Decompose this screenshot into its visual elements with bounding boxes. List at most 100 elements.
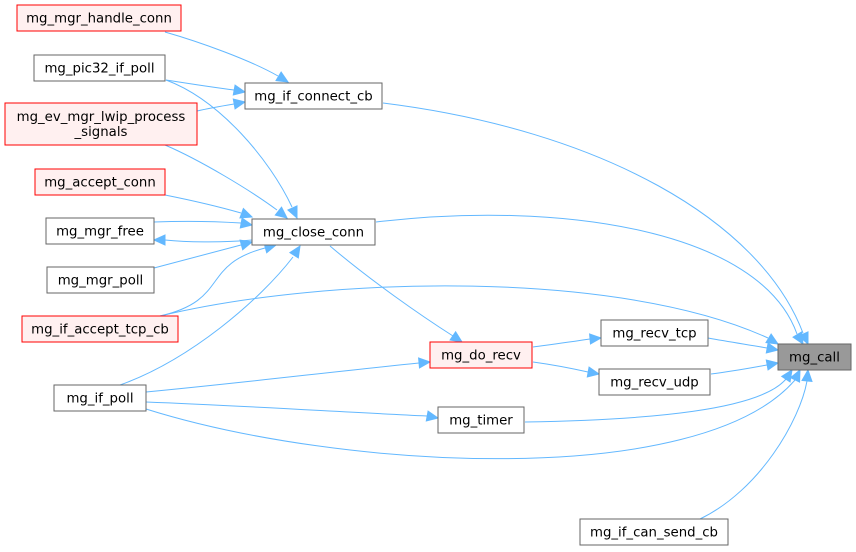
node-box [429,341,533,369]
node-mg_close_conn[interactable]: mg_close_conn [251,218,376,246]
edge-mg_ev_mgr_lwip_process_signals-to-mg_close_conn [164,144,288,219]
node-mg_mgr_handle_conn[interactable]: mg_mgr_handle_conn [16,4,182,32]
edge-mg_pic32_if_poll-to-mg_close_conn [165,79,298,220]
edge-line [699,380,808,520]
node-mg_recv_tcp[interactable]: mg_recv_tcp [600,319,709,347]
edge-mg_mgr_poll-to-mg_close_conn [153,239,254,269]
edge-mg_mgr_handle_conn-to-mg_if_connect_cb [164,31,290,83]
edge-mg_mgr_free-to-mg_close_conn [153,217,254,229]
edge-line [532,338,591,348]
node-mg_if_can_send_cb[interactable]: mg_if_can_send_cb [579,518,729,546]
edge-arrowhead [239,207,254,219]
edge-mg_do_recv-to-mg_recv_tcp [532,333,603,348]
node-label: mg_if_accept_tcp_cb [31,323,169,338]
edge-line [382,102,804,334]
edge-line [164,239,253,243]
node-box [53,384,147,412]
edge-arrowhead [288,244,301,259]
edge-line [165,79,293,208]
node-label: mg_ev_mgr_lwip_process [17,110,186,125]
edge-arrowhead [586,366,601,378]
node-label: mg_recv_udp [610,376,699,391]
node-label: mg_call [789,351,840,366]
node-mg_mgr_poll[interactable]: mg_mgr_poll [46,266,155,294]
edge-mg_timer-to-mg_call [524,368,793,423]
edge-mg_close_conn-to-mg_do_recv [329,245,464,343]
node-mg_mgr_free[interactable]: mg_mgr_free [45,217,155,245]
node-mg_if_connect_cb[interactable]: mg_if_connect_cb [244,82,383,110]
node-label: mg_timer [449,414,513,429]
edge-mg_pic32_if_poll-to-mg_if_connect_cb [165,79,247,96]
node-box [244,82,383,110]
node-mg_call[interactable]: mg_call [777,343,852,371]
edge-mg_if_connect_cb-to-mg_call [382,102,809,346]
edge-arrowhead [792,331,804,346]
edge-line [153,244,242,269]
nodes-layer: mg_mgr_handle_conn mg_pic32_if_poll mg_ev_… [4,4,852,546]
node-box [600,319,709,347]
node-label: mg_accept_conn [44,176,156,191]
edge-line [524,378,787,423]
edge-arrowhead [239,217,254,229]
node-box [777,343,852,371]
edge-line [153,220,242,224]
node-mg_recv_udp[interactable]: mg_recv_udp [598,368,711,396]
node-label: mg_mgr_poll [58,274,144,289]
edge-mg_close_conn-to-mg_call [375,214,804,346]
edge-arrowhead [801,368,813,382]
edges-layer [119,31,813,520]
node-mg_if_poll[interactable]: mg_if_poll [53,384,147,412]
edge-arrowhead [286,205,298,220]
edge-mg_do_recv-to-mg_recv_udp [532,361,601,378]
node-label: mg_do_recv [441,349,521,364]
edge-line [145,362,420,393]
node-label: mg_mgr_handle_conn [26,12,172,27]
edge-arrowhead [765,359,780,371]
edge-mg_if_poll-to-mg_call [145,368,801,460]
edge-arrowhead [780,368,793,383]
edge-arrowhead [765,333,780,345]
node-box [45,217,155,245]
node-label: mg_pic32_if_poll [44,62,154,77]
node-label: mg_if_poll [66,392,133,407]
edge-arrowhead [274,206,288,219]
node-label: _signals [74,125,128,140]
node-mg_accept_conn[interactable]: mg_accept_conn [34,168,166,196]
node-mg_do_recv[interactable]: mg_do_recv [429,341,533,369]
node-mg_timer[interactable]: mg_timer [437,406,525,434]
node-box [33,54,166,82]
edge-mg_recv_tcp-to-mg_call [707,337,780,354]
node-box [46,266,155,294]
edge-line [164,144,278,211]
node-box [251,218,376,246]
node-box [579,518,729,546]
node-mg_pic32_if_poll[interactable]: mg_pic32_if_poll [33,54,166,82]
node-label: mg_close_conn [263,226,364,241]
edge-mg_close_conn-to-mg_mgr_free [152,234,253,246]
edge-arrowhead [239,239,254,251]
node-box [598,368,711,396]
node-box [16,4,182,32]
node-label: mg_recv_tcp [612,327,696,342]
edge-line [329,245,454,337]
edge-arrowhead [152,234,166,246]
edge-arrowhead [765,342,780,354]
node-box [437,406,525,434]
node-box [21,315,179,343]
edge-arrowhead [589,333,603,345]
edge-line [707,337,768,349]
edge-arrowhead [275,71,290,83]
edge-line [165,79,235,91]
node-label: mg_mgr_free [56,225,144,240]
edge-arrowhead [232,84,247,96]
edge-line [145,401,428,417]
edge-line [159,285,769,339]
edge-line [145,379,796,460]
node-mg_if_accept_tcp_cb[interactable]: mg_if_accept_tcp_cb [21,315,179,343]
edge-arrowhead [789,368,801,383]
edge-mg_accept_conn-to-mg_close_conn [164,194,254,219]
edge-arrowhead [449,330,464,343]
node-mg_ev_mgr_lwip_process_signals[interactable]: mg_ev_mgr_lwip_process_signals [4,102,198,146]
edge-arrowhead [418,357,432,369]
